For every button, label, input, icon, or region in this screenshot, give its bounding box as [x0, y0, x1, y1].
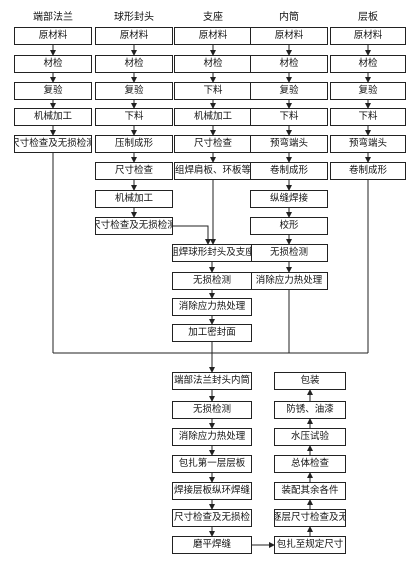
header-head: 球形封头 [114, 12, 154, 23]
support-step-1: 原材料 [174, 27, 252, 45]
flange-step-1: 原材料 [14, 27, 92, 45]
shell-step-1: 原材料 [250, 27, 328, 45]
final-left-step-1: 端部法兰封头内筒 [172, 372, 252, 390]
plate-step-1: 原材料 [330, 27, 406, 45]
head-step-1: 原材料 [95, 27, 173, 45]
header-flange: 端部法兰 [33, 12, 73, 23]
header-shell: 内筒 [279, 12, 299, 23]
header-plate: 层板 [358, 12, 378, 23]
header-support: 支座 [203, 12, 223, 23]
